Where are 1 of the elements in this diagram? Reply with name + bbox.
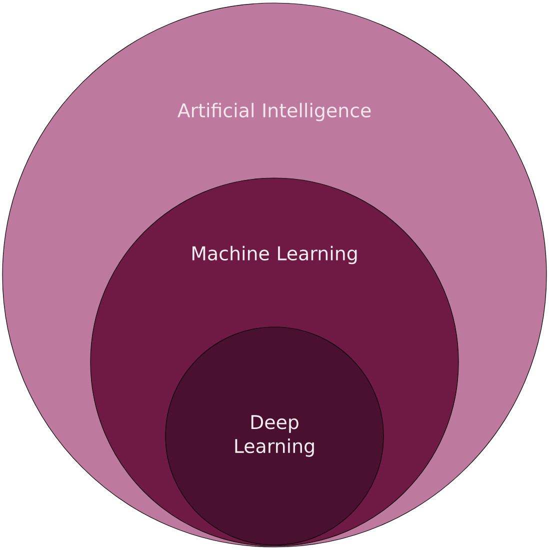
circle-region: Deep Learning (165, 326, 384, 546)
